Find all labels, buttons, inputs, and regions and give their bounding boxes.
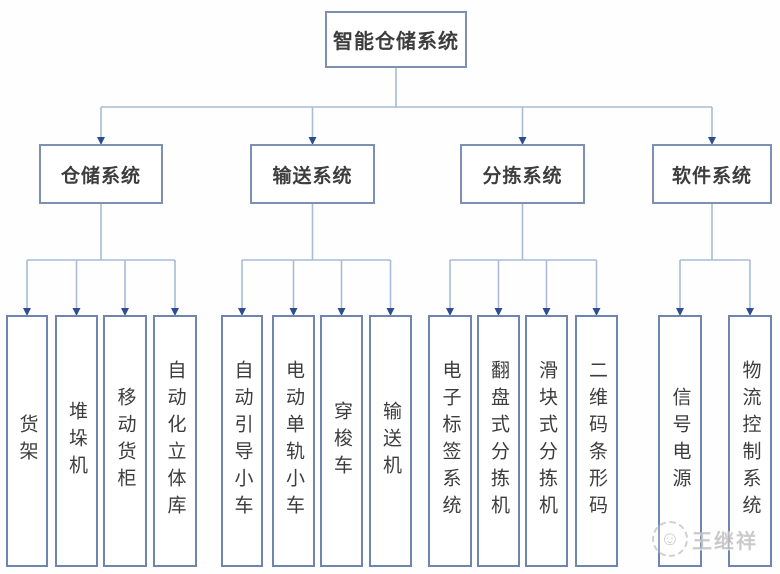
node-warehousing-system: 仓储系统 [39, 144, 163, 204]
node-automated-storage: 自动化立体库 [153, 315, 197, 567]
node-logistics-control-system: 物流控制系统 [728, 315, 772, 567]
node-label: 移动货柜 [114, 387, 136, 495]
node-qr-barcode: 二维码条形码 [575, 315, 618, 567]
node-label: 自动化立体库 [164, 360, 186, 522]
node-label: 电动单轨小车 [283, 360, 304, 522]
node-electronic-label-system: 电子标签系统 [428, 315, 472, 567]
node-label: 滑块式分拣机 [536, 360, 557, 522]
node-shelf: 货架 [6, 315, 48, 567]
node-shuttle-car: 穿梭车 [320, 315, 363, 567]
node-conveying-system: 输送系统 [250, 144, 375, 204]
node-label: 信号电源 [669, 387, 691, 495]
node-electric-monorail-trolley: 电动单轨小车 [272, 315, 315, 567]
node-mobile-rack: 移动货柜 [103, 315, 147, 567]
node-sorting-system: 分拣系统 [460, 144, 585, 204]
node-label: 智能仓储系统 [333, 31, 459, 53]
node-label: 分拣系统 [482, 165, 563, 187]
node-label: 电子标签系统 [439, 360, 461, 522]
node-slide-shoe-sorter: 滑块式分拣机 [525, 315, 568, 567]
connector-line-group [26, 68, 751, 309]
node-label: 自动引导小车 [231, 360, 253, 522]
node-label: 翻盘式分拣机 [488, 360, 509, 522]
node-tilt-tray-sorter: 翻盘式分拣机 [477, 315, 520, 567]
node-agv: 自动引导小车 [221, 315, 263, 567]
node-label: 货架 [16, 414, 38, 468]
node-software-system: 软件系统 [652, 144, 772, 204]
node-label: 物流控制系统 [739, 360, 761, 522]
node-signal-power: 信号电源 [658, 315, 702, 567]
node-label: 二维码条形码 [586, 360, 607, 522]
node-label: 堆垛机 [66, 400, 87, 482]
node-label: 仓储系统 [60, 165, 141, 187]
node-conveyor: 输送机 [369, 315, 412, 567]
node-intelligent-warehouse-system: 智能仓储系统 [325, 11, 467, 68]
node-label: 输送系统 [272, 165, 353, 187]
node-label: 软件系统 [671, 165, 752, 187]
node-stacker-crane: 堆垛机 [55, 315, 98, 567]
arrowhead-icons [23, 137, 754, 316]
node-label: 穿梭车 [331, 400, 352, 482]
node-label: 输送机 [380, 400, 401, 482]
